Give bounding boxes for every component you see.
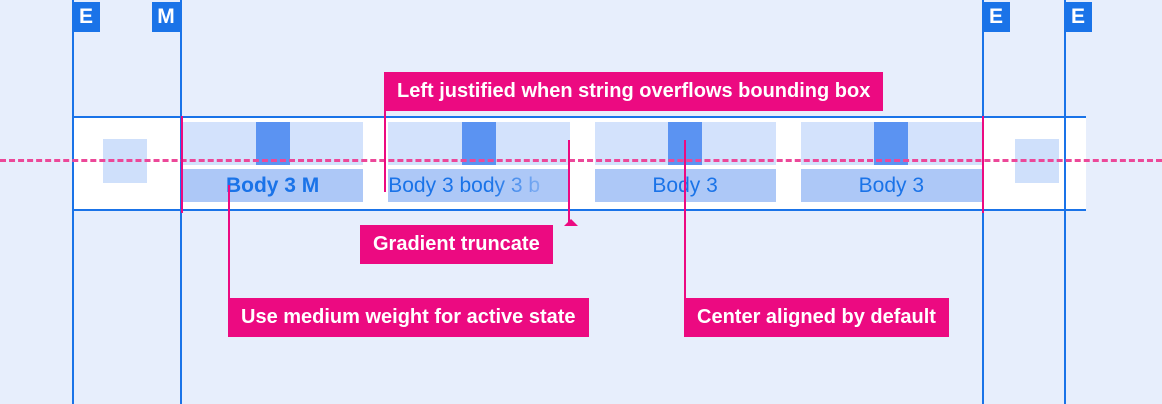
- connector-right-margin: [982, 116, 984, 213]
- tab-icon-container: [388, 122, 570, 165]
- spec-badge-edge-left: E: [72, 2, 100, 32]
- tab-strip: Body 3 M Body 3 body 3 b Body 3 Body 3: [182, 122, 982, 202]
- annotation-text: Left justified when string overflows bou…: [397, 80, 871, 102]
- vertical-center-guideline: [0, 159, 1162, 162]
- tab-glyph-icon: [461, 122, 496, 165]
- annotation-text: Center aligned by default: [697, 306, 936, 328]
- spec-badge-edge-right: E: [1064, 2, 1092, 32]
- tab-item-overflow[interactable]: Body 3 body 3 b: [388, 122, 570, 202]
- tab-icon-container: [800, 122, 982, 165]
- tab-glyph-icon: [874, 122, 909, 165]
- tab-label-container: Body 3 M: [182, 169, 364, 202]
- tab-label-container: Body 3 body 3 b: [388, 169, 570, 202]
- connector-gradient-note: [568, 140, 570, 225]
- spec-badge-margin-right: E: [982, 2, 1010, 32]
- annotation-text: Use medium weight for active state: [241, 306, 576, 328]
- tab-item-default-2[interactable]: Body 3: [800, 122, 982, 202]
- connector-overflow-note: [384, 72, 386, 192]
- tab-label: Body 3 M: [225, 173, 320, 197]
- tab-label: Body 3 body 3 b: [388, 173, 541, 197]
- connector-center-aligned-note: [684, 140, 686, 298]
- connector-medium-weight-note: [228, 185, 230, 298]
- tab-label: Body 3: [858, 173, 925, 197]
- vertical-guide-left-edge: [72, 0, 74, 404]
- tab-icon-container: [182, 122, 364, 165]
- annotation-medium-weight-note: Use medium weight for active state: [228, 298, 589, 337]
- tab-item-active[interactable]: Body 3 M: [182, 122, 364, 202]
- callout-tip-icon: [564, 219, 578, 226]
- annotation-gradient-note: Gradient truncate: [360, 219, 578, 264]
- spec-badge-margin-left: M: [152, 2, 180, 32]
- annotation-center-aligned-note: Center aligned by default: [684, 298, 949, 337]
- annotation-overflow-note: Left justified when string overflows bou…: [384, 72, 884, 111]
- tab-glyph-icon: [255, 122, 290, 165]
- annotation-text: Gradient truncate: [373, 233, 540, 255]
- vertical-guide-right-edge: [1064, 0, 1066, 404]
- tab-label-container: Body 3: [800, 169, 982, 202]
- connector-left-margin: [181, 116, 183, 213]
